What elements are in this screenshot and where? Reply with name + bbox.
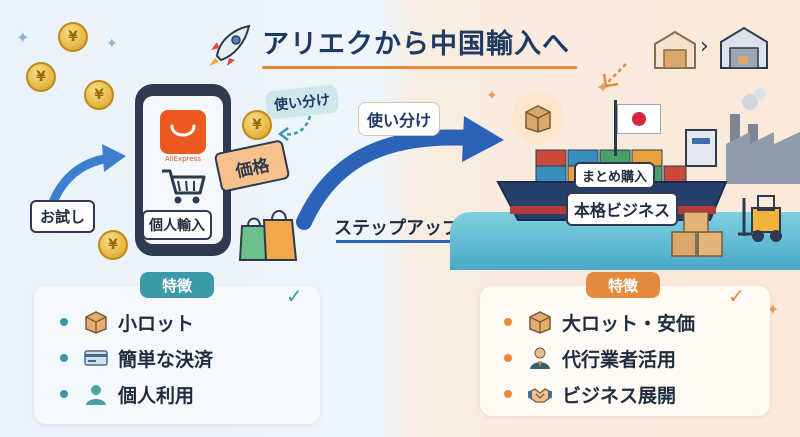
step-up-label: ステップアップ	[334, 214, 460, 240]
left-feature-item: 小ロット	[60, 304, 213, 340]
cardboard-boxes-icon	[671, 212, 723, 257]
right-feature-badge: 特徴	[586, 272, 660, 298]
japan-flag-icon	[617, 104, 661, 134]
aliexpress-text: AliExpress	[164, 155, 201, 163]
handshake-icon	[528, 382, 552, 406]
title-underline	[262, 66, 577, 69]
box-icon	[84, 310, 108, 334]
bullet-dot	[60, 354, 68, 362]
box-icon	[528, 310, 552, 334]
flag-pole	[614, 100, 617, 156]
warehouse-large-icon	[720, 26, 768, 69]
forklift-icon	[738, 195, 782, 242]
left-feature-badge: 特徴	[140, 272, 214, 298]
flag-sun	[632, 112, 646, 126]
chevron-right-icon: ›	[700, 34, 709, 59]
step-up-arrow	[296, 116, 504, 230]
right-feature-item: 大ロット・安価	[504, 304, 695, 340]
coin-icon: ¥	[98, 230, 128, 260]
page-title: アリエクから中国輸入へ	[262, 29, 570, 60]
factory-icon	[726, 88, 800, 184]
right-feature-text: 大ロット・安価	[562, 312, 696, 335]
aliexpress-logo	[160, 110, 206, 154]
right-feature-item: ビジネス展開	[504, 376, 695, 412]
bullet-dot	[60, 318, 68, 326]
left-feature-text: 個人利用	[118, 384, 195, 407]
left-feature-panel	[34, 286, 320, 424]
agent-icon	[528, 346, 552, 370]
left-feature-item: 個人利用	[60, 376, 213, 412]
bullet-dot	[60, 390, 68, 398]
coin-icon: ¥	[58, 22, 88, 52]
left-feature-text: 小ロット	[118, 312, 195, 335]
checkmark-icon: ✓	[728, 284, 745, 308]
right-feature-text: ビジネス展開	[562, 384, 677, 407]
bullet-dot	[504, 318, 512, 326]
shopping-bags-icon	[238, 210, 298, 261]
left-feature-badge-label: 特徴	[161, 276, 192, 295]
left-feature-list: 小ロット 簡単な決済 個人利用	[60, 304, 213, 412]
business-label: 本格ビジネス	[566, 192, 679, 226]
small-arrow-icon	[277, 115, 312, 141]
warehouse-icon	[654, 30, 696, 69]
box-icon	[525, 105, 551, 133]
sparkle-icon: ✦	[486, 88, 498, 104]
trial-label: お試し	[30, 200, 96, 233]
sparkle-icon: ✦	[106, 36, 118, 52]
coin-icon: ¥	[84, 80, 114, 110]
right-feature-list: 大ロット・安価 代行業者活用 ビジネス展開	[504, 304, 695, 412]
bullet-dot	[504, 354, 512, 362]
person-icon	[84, 382, 108, 406]
right-feature-badge-label: 特徴	[607, 276, 638, 295]
rocket-icon	[209, 24, 251, 66]
bulk-purchase-label: まとめ購入	[574, 162, 656, 189]
bag-smile-icon	[170, 124, 196, 137]
price-tag-label: 価格	[233, 155, 272, 182]
use-label-middle: 使い分け	[358, 102, 441, 136]
credit-card-icon	[84, 346, 108, 370]
dashed-arrow-icon	[602, 63, 627, 88]
step-up-text: ステップアップ	[334, 218, 460, 239]
step-up-underline	[336, 240, 466, 243]
sparkle-icon: ✦	[16, 28, 30, 47]
left-feature-text: 簡単な決済	[118, 348, 214, 371]
personal-import-label: 個人輸入	[142, 210, 212, 240]
bullet-dot	[504, 390, 512, 398]
shopping-cart-icon	[162, 169, 206, 204]
coin-icon: ¥	[26, 62, 56, 92]
right-feature-item: 代行業者活用	[504, 340, 695, 376]
left-feature-item: 簡単な決済	[60, 340, 213, 376]
checkmark-icon: ✓	[286, 284, 303, 308]
right-feature-text: 代行業者活用	[562, 348, 677, 371]
